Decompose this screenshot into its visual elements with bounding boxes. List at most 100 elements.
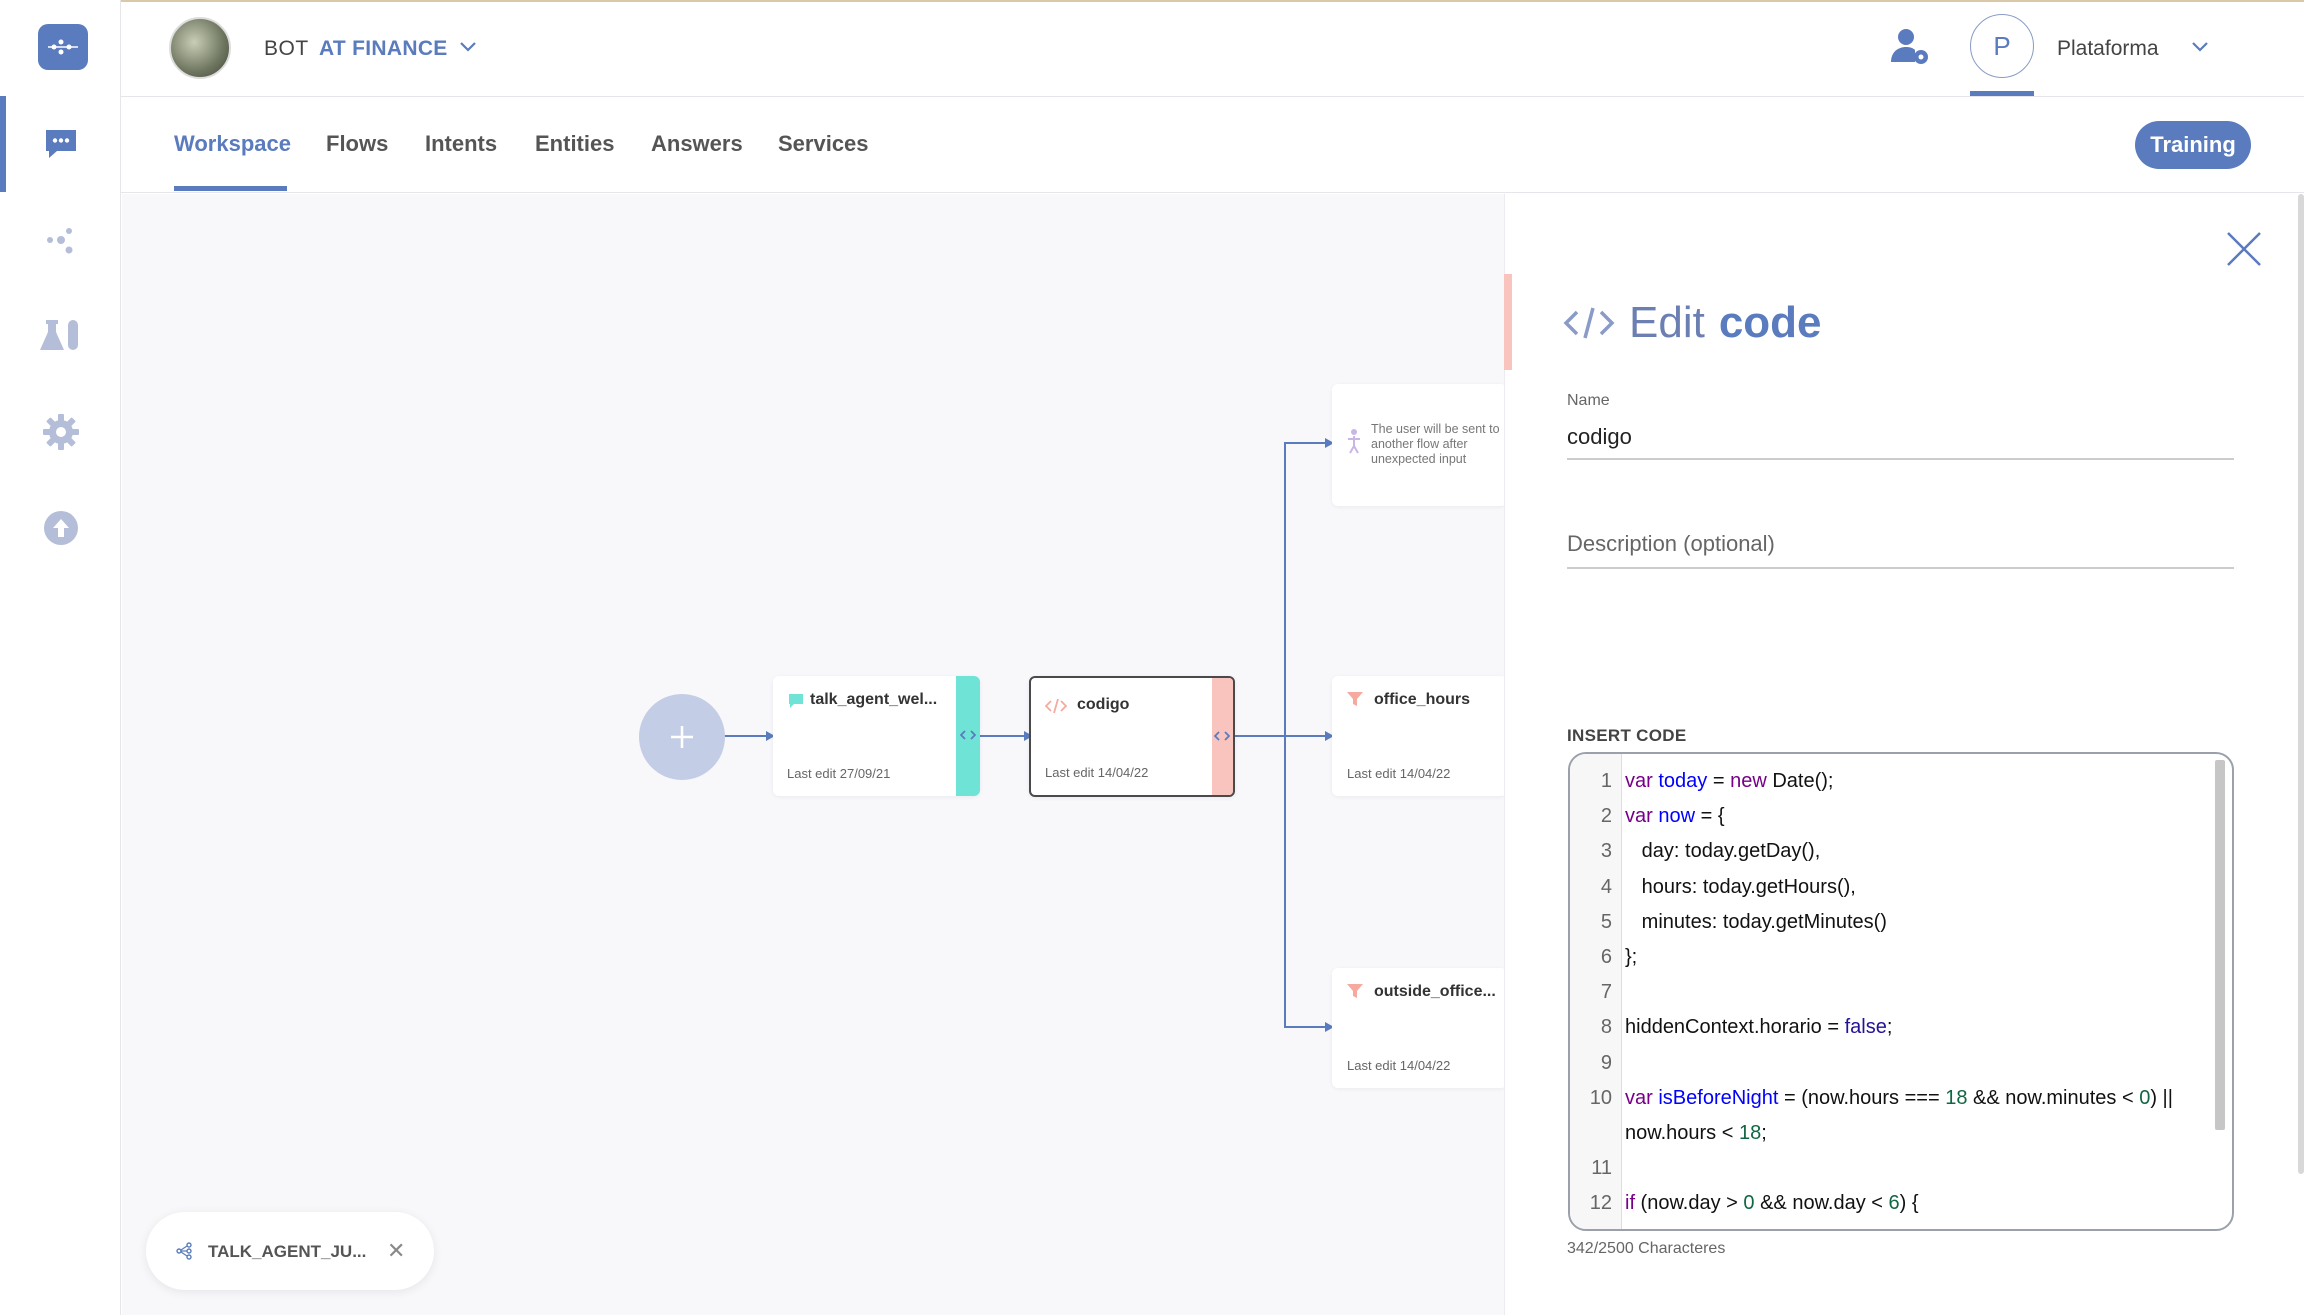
flow-node[interactable]: office_hours Last edit 14/04/22 <box>1332 676 1507 796</box>
code-text: hiddenContext.horario = false; <box>1625 1016 1893 1039</box>
insert-code-label: INSERT CODE <box>1567 726 1687 745</box>
tab-flows[interactable]: Flows <box>326 131 389 156</box>
line-number: 13 <box>1570 1221 1612 1229</box>
line-number: 12 <box>1589 1192 1612 1215</box>
code-text: var today = new Date(); <box>1625 770 1834 792</box>
connector-line <box>1284 1026 1329 1028</box>
code-text: hours: today.getHours(), <box>1625 875 1856 898</box>
sidebar-item-settings[interactable] <box>0 384 121 480</box>
code-text: var isBeforeNight = (now.hours === 18 &&… <box>1625 1086 2173 1109</box>
sidebar-item-upload[interactable] <box>0 480 121 576</box>
line-number: 5 <box>1600 910 1612 933</box>
panel-title-bold: code <box>1718 298 1822 347</box>
code-line[interactable]: 10 var isBeforeNight = (now.hours === 18 … <box>1570 1081 2232 1116</box>
code-scrollbar[interactable] <box>2215 760 2225 1130</box>
code-text: var now = { <box>1625 805 1725 828</box>
app-logo-icon[interactable] <box>38 24 88 70</box>
node-date: Last edit 27/09/21 <box>787 766 891 781</box>
line-number: 9 <box>1600 1051 1612 1074</box>
code-line[interactable]: 5 minutes: today.getMinutes() <box>1570 905 2232 940</box>
flow-node[interactable]: talk_agent_wel... Last edit 27/09/21 <box>773 676 980 796</box>
description-field[interactable]: Description (optional) <box>1567 531 1775 556</box>
tab-entities[interactable]: Entities <box>535 131 615 156</box>
line-number: 10 <box>1589 1086 1612 1109</box>
line-number: 4 <box>1600 875 1612 898</box>
node-date: Last edit 14/04/22 <box>1347 766 1451 781</box>
tab-answers[interactable]: Answers <box>651 131 743 156</box>
line-number: 8 <box>1600 1016 1612 1039</box>
page-scrollbar[interactable] <box>2298 194 2304 1174</box>
plus-icon <box>671 726 693 748</box>
node-title: outside_office... <box>1374 983 1496 1000</box>
node-handle[interactable] <box>1212 678 1233 795</box>
flow-node-selected[interactable]: codigo Last edit 14/04/22 <box>1029 676 1235 797</box>
open-flow-chip[interactable]: TALK_AGENT_JU... ✕ <box>146 1212 434 1290</box>
panel-title: Edit code <box>1563 298 1822 348</box>
name-field[interactable]: codigo <box>1567 424 1632 449</box>
line-number: 3 <box>1600 840 1612 863</box>
flows-icon <box>176 1242 192 1260</box>
message-icon <box>789 694 803 708</box>
code-line[interactable]: 8 hiddenContext.horario = false; <box>1570 1010 2232 1045</box>
fallback-node[interactable] <box>1332 384 1507 506</box>
code-text: now.hours < 18; <box>1625 1121 1767 1144</box>
code-line[interactable]: 9 <box>1570 1046 2232 1081</box>
tab-workspace[interactable]: Workspace <box>174 131 291 156</box>
name-label: Name <box>1567 392 1610 409</box>
chevron-down-icon[interactable] <box>458 40 478 59</box>
top-accent-line <box>0 0 2304 2</box>
code-line[interactable]: now.hours < 18; <box>1570 1116 2232 1151</box>
close-icon[interactable]: ✕ <box>387 1238 406 1263</box>
node-title: office_hours <box>1374 691 1471 708</box>
node-handle[interactable] <box>956 676 980 796</box>
connector-arrow <box>1325 1022 1334 1032</box>
code-line[interactable]: 7 <box>1570 975 2232 1010</box>
bot-avatar[interactable] <box>169 17 231 79</box>
node-title: codigo <box>1077 696 1130 713</box>
node-title: talk_agent_wel... <box>810 691 938 708</box>
top-header: BOT AT FINANCE P Plataforma <box>121 2 2304 97</box>
line-number: 7 <box>1600 981 1612 1004</box>
code-line[interactable]: 3 day: today.getDay(), <box>1570 834 2232 869</box>
connector-line <box>980 735 1030 737</box>
user-avatar[interactable]: P <box>1970 14 2034 78</box>
code-text: minutes: today.getMinutes() <box>1625 910 1887 933</box>
branch-line <box>1284 442 1286 1028</box>
fallback-description: The user will be sent to another flow af… <box>1371 422 1500 466</box>
code-line[interactable]: 2 var now = { <box>1570 799 2232 834</box>
panel-edge-marker <box>1504 274 1512 370</box>
tab-bar: Workspace Flows Intents Entities Answers… <box>121 98 2304 193</box>
tab-services[interactable]: Services <box>778 131 869 156</box>
connector-line <box>1284 442 1329 444</box>
flow-node[interactable]: outside_office... Last edit 14/04/22 <box>1332 968 1507 1088</box>
code-line[interactable]: 11 <box>1570 1151 2232 1186</box>
add-node-button[interactable] <box>639 694 725 780</box>
connector-arrow <box>1325 438 1334 448</box>
chat-icon <box>45 130 76 158</box>
code-line[interactable]: 4 hours: today.getHours(), <box>1570 870 2232 905</box>
active-tab-indicator <box>174 186 287 191</box>
chevron-down-icon[interactable] <box>2190 40 2210 59</box>
line-number: 2 <box>1600 805 1612 828</box>
sidebar-item-lab[interactable] <box>0 288 121 384</box>
flow-chip-label: TALK_AGENT_JU... <box>208 1242 367 1261</box>
name-field-underline <box>1567 458 2234 460</box>
bot-name[interactable]: AT FINANCE <box>319 37 448 60</box>
description-field-underline <box>1567 567 2234 569</box>
code-line[interactable]: 13 if (isBeforeNight && now.hours >= 9) … <box>1570 1221 2232 1229</box>
sidebar-item-chat[interactable] <box>0 96 121 192</box>
code-line[interactable]: 6}; <box>1570 940 2232 975</box>
person-icon <box>1348 429 1360 454</box>
line-number: 6 <box>1600 945 1612 968</box>
code-text: day: today.getDay(), <box>1625 840 1821 863</box>
sidebar-item-flows[interactable] <box>0 192 121 288</box>
tab-intents[interactable]: Intents <box>425 131 498 156</box>
close-panel-button[interactable] <box>2225 230 2263 273</box>
training-button[interactable]: Training <box>2135 121 2251 169</box>
user-name[interactable]: Plataforma <box>2057 37 2159 60</box>
user-settings-icon[interactable] <box>1889 26 1931 73</box>
line-number: 11 <box>1591 1157 1612 1180</box>
